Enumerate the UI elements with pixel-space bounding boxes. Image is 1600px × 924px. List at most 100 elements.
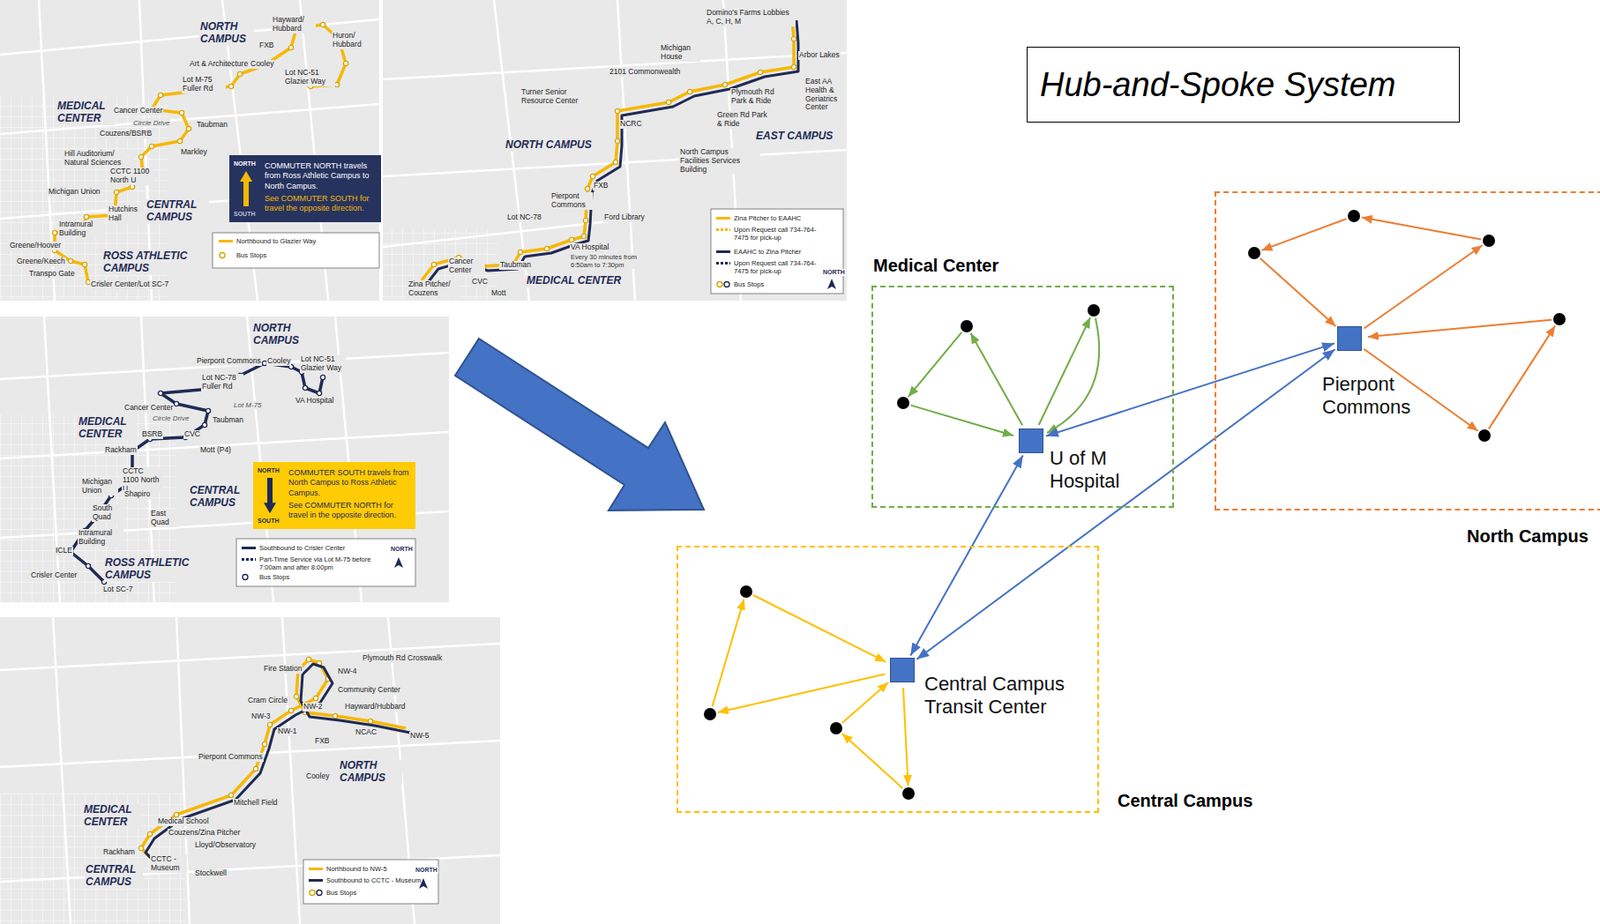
map-label: Cancer Center: [448, 257, 486, 276]
legend-text: Zina Pitcher to EAAHC: [733, 214, 801, 223]
map-label: ICLE: [54, 546, 74, 556]
legend-line: [308, 867, 323, 871]
map-label: CVC: [183, 430, 202, 440]
map-label: NORTH CAMPUS: [252, 322, 307, 348]
map-label: Shapiro: [123, 490, 151, 500]
map-label: CENTRAL CAMPUS: [145, 199, 210, 225]
spoke-arrow: [908, 332, 963, 397]
info-text: COMMUTER NORTH travels from Ross Athleti…: [264, 161, 375, 192]
map-label: CENTRAL CAMPUS: [188, 485, 253, 510]
spoke-curve: [1046, 318, 1100, 434]
hub-square: Central Campus Transit Center: [889, 657, 915, 683]
legend-stop: [316, 890, 322, 897]
legend-sample: [716, 225, 731, 234]
map-label: FXB: [592, 181, 610, 191]
map-label: Lot NC-51 Glazier Way: [284, 68, 336, 87]
map-label: NW-3: [250, 712, 272, 722]
spoke-arrow: [1261, 218, 1346, 251]
map-label: FXB: [314, 737, 331, 747]
spoke-arrow: [1488, 326, 1556, 430]
legend-sample: [241, 544, 256, 553]
legend-stop: [309, 890, 315, 897]
legend-stop: [724, 282, 730, 288]
map-label: MEDICAL CENTER: [525, 275, 622, 288]
legend-text: Bus Stops: [236, 251, 267, 260]
map-label: NORTH: [414, 867, 439, 875]
map-label: Arbor Lakes: [798, 51, 841, 60]
map-label: ROSS ATHLETIC CAMPUS: [104, 557, 198, 583]
spoke-arrow: [842, 733, 904, 789]
direction-arrow: [263, 478, 277, 514]
map-label: Lloyd/Observatory: [194, 841, 257, 851]
map-label: NW-4: [336, 667, 359, 677]
map-label: FXB: [258, 41, 276, 51]
legend-line: [716, 261, 731, 265]
map-label: BSRB: [141, 430, 164, 440]
map-label: East Quad: [149, 509, 179, 528]
map-label: CCTC - Museum: [149, 855, 187, 874]
direction-label: SOUTH: [257, 517, 280, 524]
map-label: Art & Architecture: [188, 59, 249, 69]
hub-label: U of M Hospital: [1049, 447, 1147, 494]
map-label: MEDICAL CENTER: [77, 416, 136, 442]
map-label: Plymouth Rd Crosswalk: [361, 654, 443, 664]
region-heading: Medical Center: [873, 255, 999, 277]
map-label: NW-1: [276, 727, 299, 737]
legend-line: [308, 879, 323, 883]
map-label: North Campus Facilities Services Buildin…: [679, 148, 761, 174]
direction-label: SOUTH: [233, 210, 256, 217]
map-label: NCAC: [354, 728, 378, 738]
map-panel: [382, 0, 847, 301]
legend-text: Bus Stops: [326, 889, 357, 898]
map-label: Greene/Keech: [15, 257, 67, 267]
spoke-arrow: [1368, 320, 1552, 337]
map-label: ROSS ATHLETIC CAMPUS: [102, 250, 196, 276]
legend-line: [716, 216, 731, 220]
map-label: Zina Pitcher/ Couzens: [407, 280, 459, 299]
map-label: Circle Drive: [151, 414, 190, 423]
info-box: NORTHSOUTHCOMMUTER SOUTH travels from No…: [253, 462, 416, 530]
legend-sample: [716, 280, 731, 289]
map-label: Taubman: [195, 120, 229, 130]
spoke-arrow: [1260, 258, 1337, 327]
map-label: Lot NC-78 Fuller Rd: [201, 373, 244, 392]
title-box: Hub-and-Spoke System: [1026, 46, 1460, 123]
map-label: South Quad: [91, 504, 124, 523]
region-heading: Central Campus: [1117, 791, 1253, 812]
legend-sample: [218, 251, 233, 260]
map-label: Pierpont Commons: [195, 357, 262, 367]
map-panel: [0, 316, 449, 603]
spoke-arrow: [911, 405, 1014, 436]
legend-text: Upon Request call 734-764-7475 for pick-…: [733, 225, 819, 242]
spoke-stop: [829, 722, 843, 735]
map-label: Michigan House: [659, 44, 701, 62]
map-label: MEDICAL CENTER: [82, 804, 142, 830]
map-panel: [0, 617, 501, 924]
map-label: Greene/Hoover: [8, 241, 62, 251]
map-label: NORTH CAMPUS: [338, 760, 403, 786]
map-label: NW-5: [409, 732, 431, 741]
legend-sample: [716, 247, 731, 256]
spoke-stop: [897, 396, 910, 410]
map-label: NORTH: [822, 269, 846, 277]
map-label: CENTRAL CAMPUS: [84, 864, 143, 890]
map-label: Domino's Farms Lobbies A, C, H, M: [705, 8, 796, 27]
map-label: Michigan Union: [47, 187, 102, 197]
map-label: Hutchins Hall: [107, 205, 145, 224]
hub-label: Pierpont Commons: [1322, 373, 1437, 419]
map-label: Hayward/Hubbard: [343, 702, 407, 712]
map-label: VA Hospital: [294, 396, 335, 406]
map-label: Rackham: [102, 848, 136, 858]
legend-sample: [308, 876, 323, 885]
map-label: Lot NC-51 Glazier Way: [299, 355, 346, 374]
hub-square: U of M Hospital: [1018, 428, 1044, 454]
map-label: NORTH CAMPUS: [504, 139, 593, 152]
map-label: Turner Senior Resource Center: [520, 88, 584, 106]
legend-text: Southbound to CCTC - Museum: [326, 876, 421, 885]
legend-line: [716, 250, 731, 254]
map-label: Community Center: [336, 686, 402, 696]
map-label: Intramural Building: [58, 220, 105, 239]
info-text: See COMMUTER SOUTH for travel the opposi…: [264, 194, 375, 215]
spoke-stop: [1347, 209, 1361, 223]
map-label: Cooley: [305, 772, 330, 782]
